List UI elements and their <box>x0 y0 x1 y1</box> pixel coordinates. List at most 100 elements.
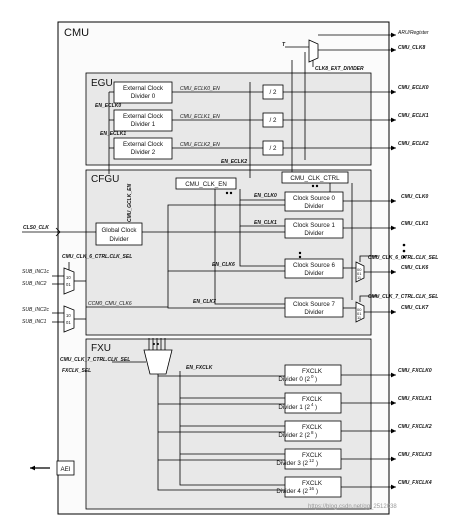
svg-text:): ) <box>315 376 317 383</box>
eclk2-out-label: CMU_ECLK2 <box>398 141 429 147</box>
en-clk0-label: EN_CLK0 <box>254 193 277 199</box>
clk6-mux-11: 11 <box>357 275 362 280</box>
div2-0-label: / 2 <box>270 89 277 96</box>
csd1-line1: Clock Source 1 <box>293 222 336 229</box>
ext-div0-line2: Divider 0 <box>131 93 156 100</box>
clk8-ext-label: CLK8_EXT_DIVIDER <box>315 66 364 72</box>
en-fxclk-label: EN_FXCLK <box>186 365 213 371</box>
clk7-sel-left-label: CMU_CLK_7_CTRL.CLK_SEL <box>60 357 130 363</box>
gcd-line1: Global Clock <box>101 227 137 234</box>
fxclk0-label: CMU_FXCLK0 <box>398 368 432 374</box>
clk6-label: CMU_CLK6 <box>401 265 428 271</box>
svg-text:4: 4 <box>311 402 314 407</box>
left-mux7 <box>63 305 75 333</box>
clk1-label: CMU_CLK1 <box>401 221 428 227</box>
en-clk1-label: EN_CLK1 <box>254 220 277 226</box>
svg-text:FXCLK: FXCLK <box>302 396 323 403</box>
svg-text:): ) <box>315 432 317 439</box>
watermark: https://blog.csdn.net/qq_2512038 <box>308 504 397 510</box>
fx-mux-inputs <box>148 338 166 350</box>
svg-text:FXCLK: FXCLK <box>302 368 323 375</box>
cmu-clk-en-reg <box>175 177 237 190</box>
clk8-mux <box>308 39 319 63</box>
fxdiv2-text: FXCLK Divider 2 (2 8 ) <box>278 424 322 439</box>
svg-text:0: 0 <box>311 374 314 379</box>
sub-inc1-label: SUB_INC1 <box>22 319 47 325</box>
csd1 <box>284 218 344 239</box>
csd6-line1: Clock Source 6 <box>293 262 336 269</box>
en-eclk0-label: EN_ECLK0 <box>95 103 121 109</box>
fxdiv3-text: FXCLK Divider 3 (2 12 ) <box>276 452 322 467</box>
div2-2-label: / 2 <box>270 145 277 152</box>
t-label: T <box>282 42 286 48</box>
fxclk4-label: CMU_FXCLK4 <box>398 480 432 486</box>
sub-inc2-label: SUB_INC2 <box>22 281 47 287</box>
left-mux7-01: 01 <box>66 320 71 325</box>
clk6-sel-right-label: CMU_CLK_6_CTRL.CLK_SEL <box>368 255 438 261</box>
fxdiv4-text: FXCLK Divider 4 (2 16 ) <box>276 480 322 495</box>
svg-text:Divider 2 (2: Divider 2 (2 <box>278 432 310 439</box>
clk7-sel-wire <box>359 295 378 302</box>
svg-text:): ) <box>315 404 317 411</box>
fxclk-sel-label: FXCLK_SEL <box>62 368 91 374</box>
cfgu-title: CFGU <box>91 174 119 185</box>
ext-div0-line1: External Clock <box>123 85 164 92</box>
svg-text:FXCLK: FXCLK <box>302 424 323 431</box>
clk7-mux-11: 11 <box>357 315 362 320</box>
csd0 <box>284 191 344 212</box>
fxclk2-label: CMU_FXCLK2 <box>398 424 432 430</box>
cmu-clk-ctrl-reg <box>281 171 349 184</box>
csd0-line2: Divider <box>304 203 323 210</box>
fx-bus-en <box>179 371 285 486</box>
clk7-sel-right-label: CMU_CLK_7_CTRL.CLK_SEL <box>368 294 438 300</box>
svg-text:Divider 0 (2: Divider 0 (2 <box>278 376 310 383</box>
clk7-mux <box>355 301 365 323</box>
en-clk6-label: EN_CLK6 <box>212 262 235 268</box>
csd6-line2: Divider <box>304 270 323 277</box>
clk7-label: CMU_CLK7 <box>401 305 428 311</box>
gclk-en-label: CMU_GCLK_EN <box>127 184 133 222</box>
ccm0-label: CCM0_CMU_CLK6 <box>88 301 132 307</box>
csd0-line1: Clock Source 0 <box>293 195 336 202</box>
svg-text:FXCLK: FXCLK <box>302 452 323 459</box>
cfgu-dots <box>225 184 406 259</box>
fx-bus-main <box>157 374 285 491</box>
csd7 <box>284 297 344 318</box>
sub-inc1c-label: SUB_INC1c <box>22 269 49 275</box>
egu-title: EGU <box>91 78 113 89</box>
clk7-mux-01: 01 <box>357 311 362 316</box>
eclk1-out-label: CMU_ECLK1 <box>398 113 429 119</box>
clk8-label: CMU_CLK8 <box>398 45 425 51</box>
svg-text:Divider 3 (2: Divider 3 (2 <box>276 460 308 467</box>
clk7-mux-00: 00 <box>357 307 362 312</box>
fxu-title: FXU <box>91 343 111 354</box>
en-eclk1-label: EN_ECLK1 <box>100 131 126 137</box>
left-mux7-10: 10 <box>66 313 71 318</box>
fxdiv1-text: FXCLK Divider 1 (2 4 ) <box>278 396 322 411</box>
csd7-line2: Divider <box>304 309 323 316</box>
svg-text:Divider 4 (2: Divider 4 (2 <box>276 488 308 495</box>
svg-text:FXCLK: FXCLK <box>302 480 323 487</box>
svg-text:): ) <box>316 460 318 467</box>
en-eclk2-label: EN_ECLK2 <box>221 159 247 165</box>
svg-text:8: 8 <box>311 430 314 435</box>
svg-text:Divider 1 (2: Divider 1 (2 <box>278 404 310 411</box>
ext-div2-line1: External Clock <box>123 141 164 148</box>
fxclk1-label: CMU_FXCLK1 <box>398 396 432 402</box>
clk6-sel-wire <box>359 255 378 262</box>
eclk1-en-a-label: CMU_ECLK1_EN <box>180 114 220 120</box>
ext-div1 <box>113 109 173 132</box>
left-mux6-01: 01 <box>66 282 71 287</box>
fx-mux <box>143 349 173 375</box>
aei-label: AEI <box>61 466 71 473</box>
clk6-sel-left-label: CMU_CLK_6_CTRL.CLK_SEL <box>62 254 132 260</box>
svg-text:16: 16 <box>309 486 315 491</box>
svg-text:12: 12 <box>309 458 315 463</box>
svg-text:): ) <box>316 488 318 495</box>
clk6-mux-00: 00 <box>357 267 362 272</box>
clk6-mux-01: 01 <box>357 271 362 276</box>
gclk-bus <box>142 204 285 233</box>
ext-div2 <box>113 137 173 160</box>
aei-box <box>56 460 75 476</box>
